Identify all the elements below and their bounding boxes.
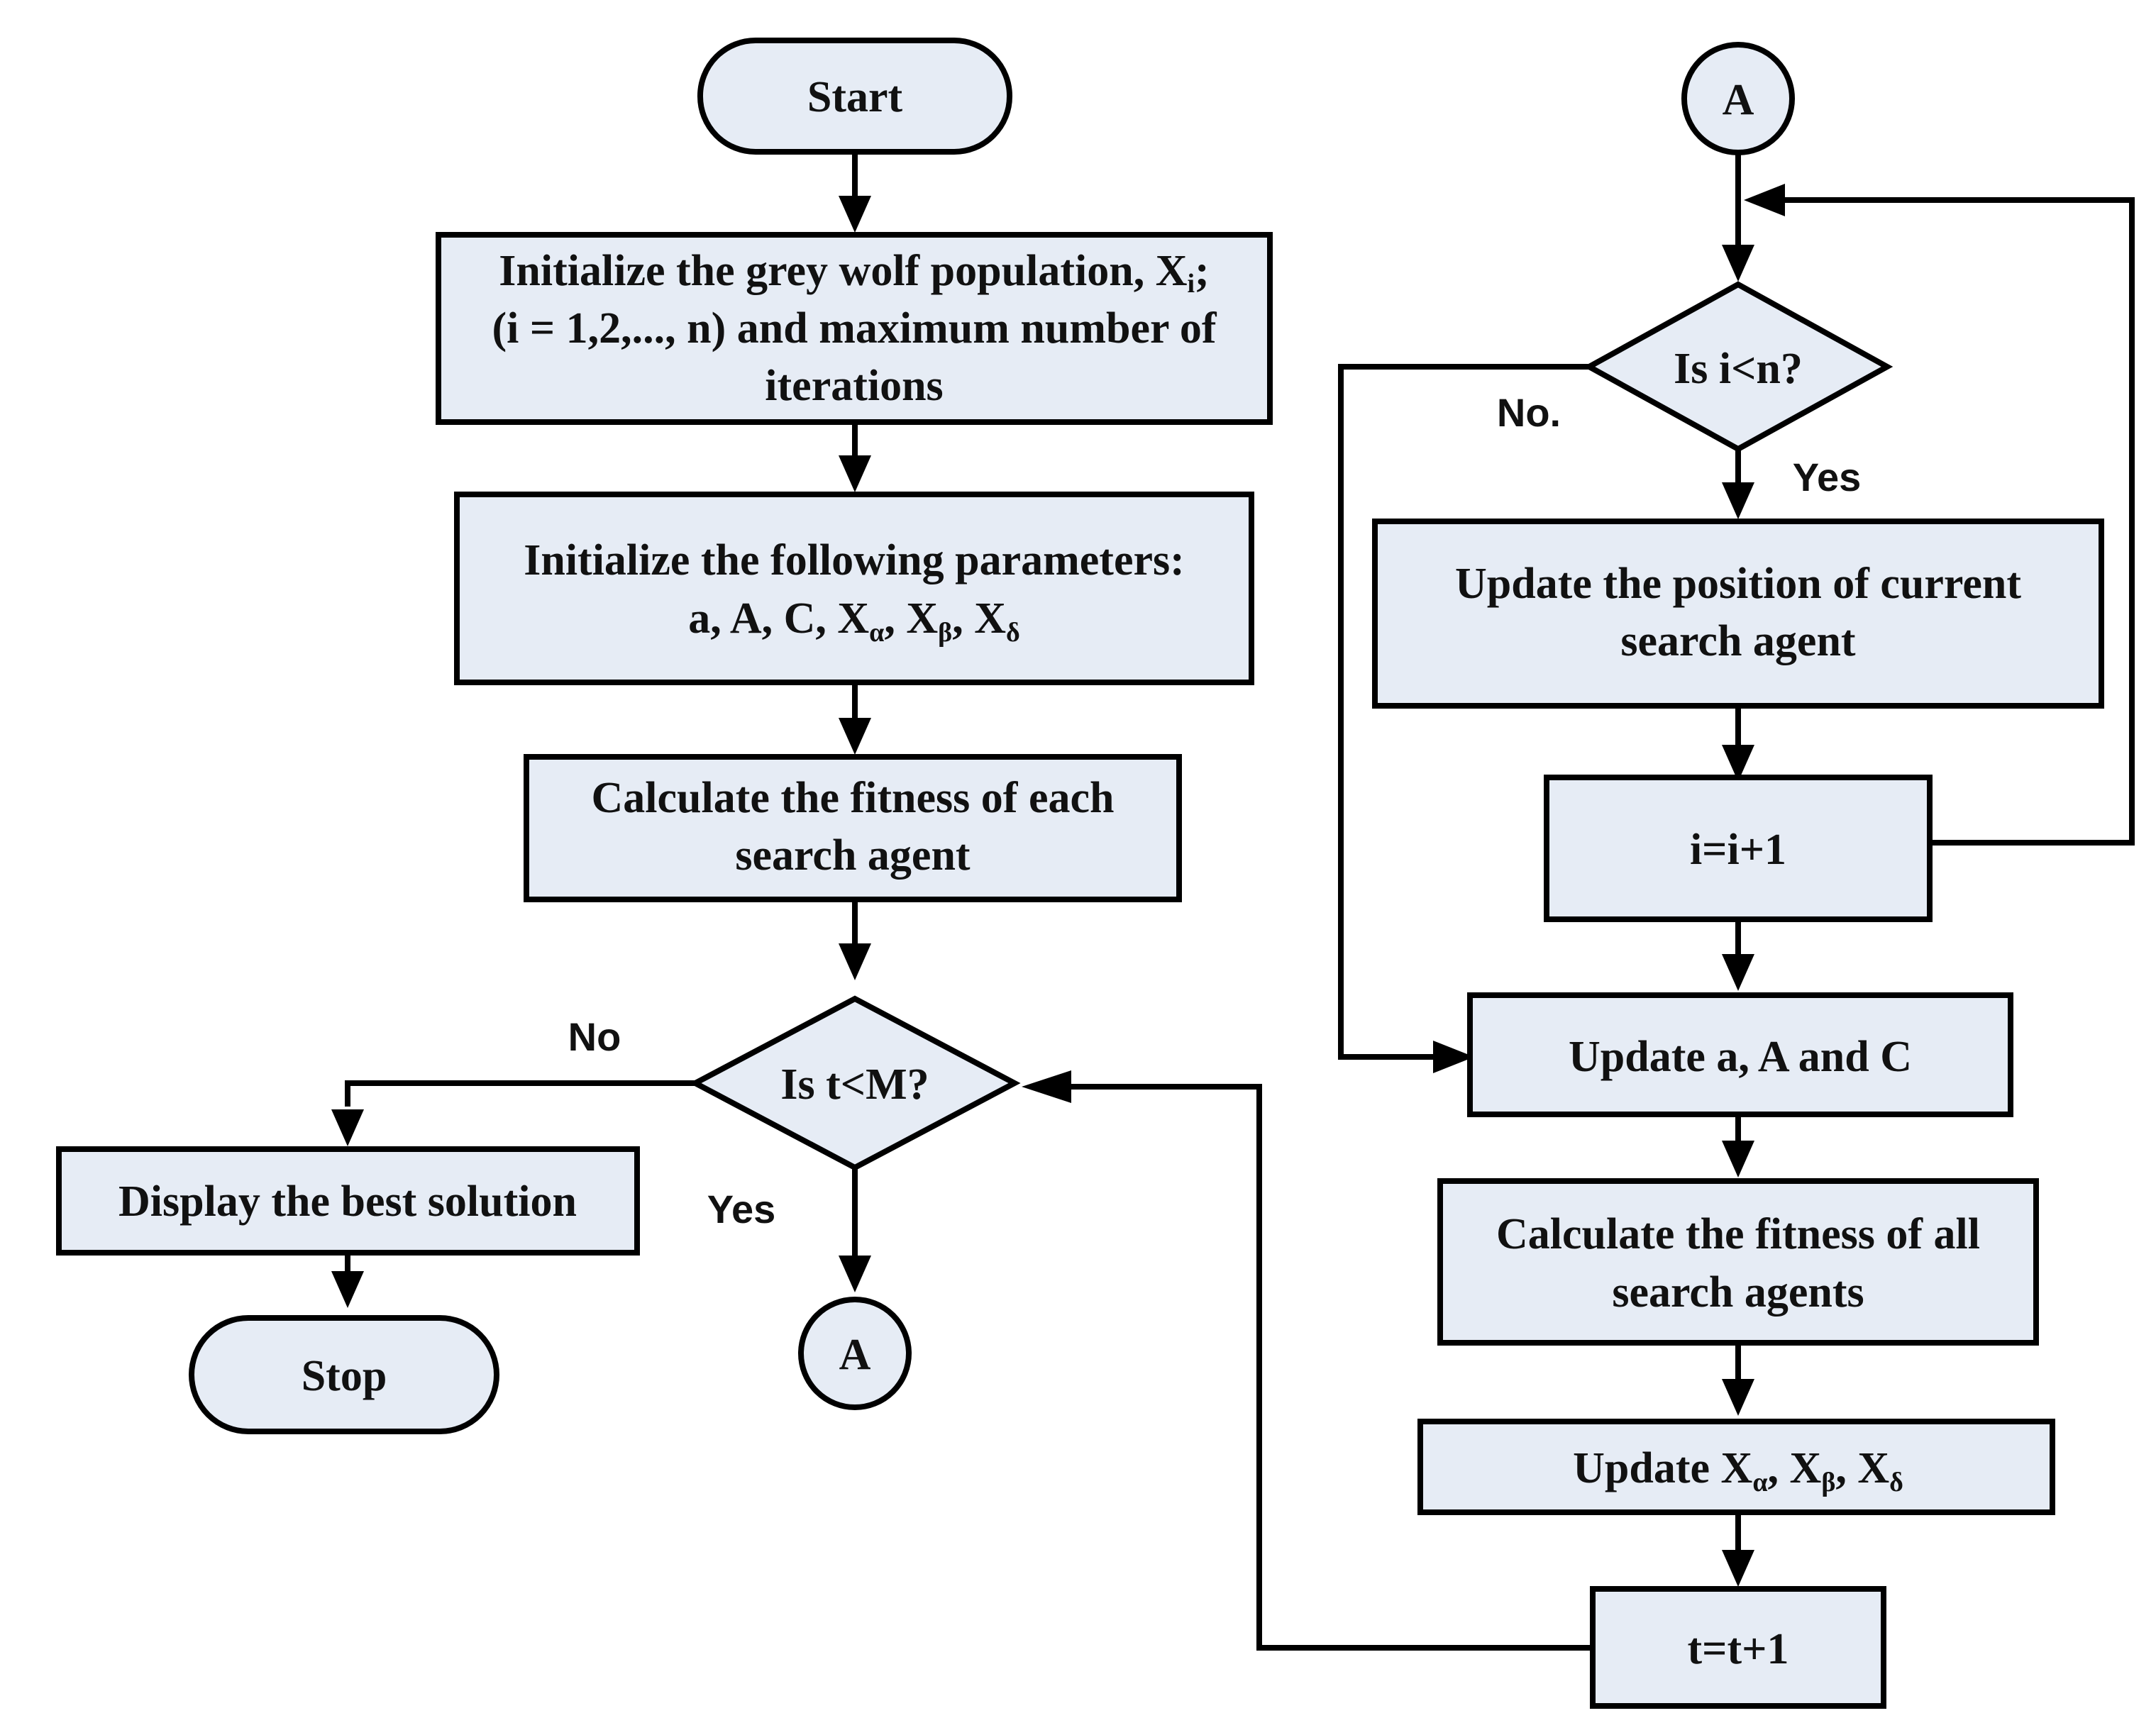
arrowhead-i-increment <box>1722 745 1754 782</box>
init-population-line1: Initialize the grey wolf population, Xi; <box>499 247 1209 299</box>
calc-fitness-all-line2: search agents <box>1612 1268 1864 1317</box>
arrowhead-init <box>839 196 871 233</box>
calc-fitness-all-line1: Calculate the fitness of all <box>1496 1210 1980 1258</box>
connector-top-circle <box>1681 42 1795 155</box>
arrowhead-display <box>331 1109 364 1146</box>
update-aAC-label: Update a, A and C <box>1569 1033 1912 1081</box>
update-aAC-box <box>1467 992 2013 1117</box>
init-params-box <box>454 492 1254 685</box>
stop-label: Stop <box>302 1352 387 1400</box>
arrow-t-increment-loop-back <box>1071 1084 1593 1651</box>
update-position-box <box>1372 519 2104 709</box>
update-leaders-label: Update Xα, Xβ, Xδ <box>1573 1444 1903 1497</box>
shapes <box>56 38 2104 1709</box>
i-increment-label: i=i+1 <box>1690 826 1786 874</box>
arrowheads <box>331 184 1785 1587</box>
arrowhead-back-to-t-decision <box>1022 1070 1071 1103</box>
update-position-line1: Update the position of current <box>1455 560 2021 608</box>
start-label: Start <box>807 73 903 121</box>
node-labels: Start Initialize the grey wolf populatio… <box>118 73 2021 1673</box>
arrow-decision-no-to-display <box>345 1080 695 1107</box>
display-best-box <box>56 1146 640 1256</box>
edge-labels: No Yes No. Yes <box>568 390 1862 1231</box>
decision-t-lt-m <box>689 995 1021 1171</box>
arrowhead-fitness <box>839 718 871 755</box>
arrowhead-t-increment <box>1722 1550 1754 1587</box>
calc-fitness-all-box <box>1437 1178 2039 1346</box>
display-best-label: Display the best solution <box>118 1177 577 1226</box>
init-params-line1: Initialize the following parameters: <box>524 536 1185 584</box>
connector-bottom-label: A <box>839 1331 871 1379</box>
arrow-decision-no-to-update-aAC <box>1338 364 1589 1060</box>
arrowhead-decision-right <box>1722 245 1754 282</box>
init-population-box <box>436 232 1273 425</box>
arrowhead-fitness-all <box>1722 1141 1754 1177</box>
decision-i-lt-n <box>1583 281 1894 453</box>
calc-fitness-each-line2: search agent <box>735 831 971 880</box>
arrowhead-update-leaders <box>1722 1379 1754 1416</box>
arrowhead-decision-left <box>839 943 871 980</box>
edge-label-no-left: No <box>568 1014 621 1059</box>
edge-label-no-right: No. <box>1497 390 1561 435</box>
i-increment-box <box>1544 775 1933 922</box>
arrowhead-update-aAC <box>1722 954 1754 991</box>
connector-bottom-circle <box>798 1297 912 1410</box>
connector-top-label: A <box>1723 76 1754 124</box>
connector-lines <box>345 153 2135 1651</box>
update-position-line2: search agent <box>1620 617 1856 665</box>
arrowhead-stop <box>331 1271 364 1308</box>
edge-label-yes-left: Yes <box>707 1187 776 1231</box>
calc-fitness-each-line1: Calculate the fitness of each <box>592 774 1115 822</box>
t-increment-box <box>1590 1586 1886 1709</box>
edge-label-yes-right: Yes <box>1793 455 1862 499</box>
init-population-line2: (i = 1,2,..., n) and maximum number of <box>492 304 1217 353</box>
arrowhead-loop-return <box>1744 184 1785 216</box>
init-params-line2: a, A, C, Xα, Xβ, Xδ <box>688 594 1019 648</box>
arrowhead-no-to-update-aAC <box>1433 1041 1474 1073</box>
init-population-line3: iterations <box>765 362 943 410</box>
arrowhead-params <box>839 455 871 492</box>
arrowhead-update-position <box>1722 482 1754 519</box>
decision-i-lt-n-label: Is i<n? <box>1674 345 1803 393</box>
start-terminal <box>697 38 1012 155</box>
decision-t-lt-m-label: Is t<M? <box>780 1060 929 1109</box>
stop-terminal <box>189 1315 499 1434</box>
arrowhead-connector-bottom <box>839 1256 871 1292</box>
update-leaders-box <box>1417 1419 2055 1515</box>
arrow-increment-loop-back <box>1781 197 2135 846</box>
t-increment-label: t=t+1 <box>1688 1625 1789 1673</box>
calc-fitness-each-box <box>524 754 1182 902</box>
